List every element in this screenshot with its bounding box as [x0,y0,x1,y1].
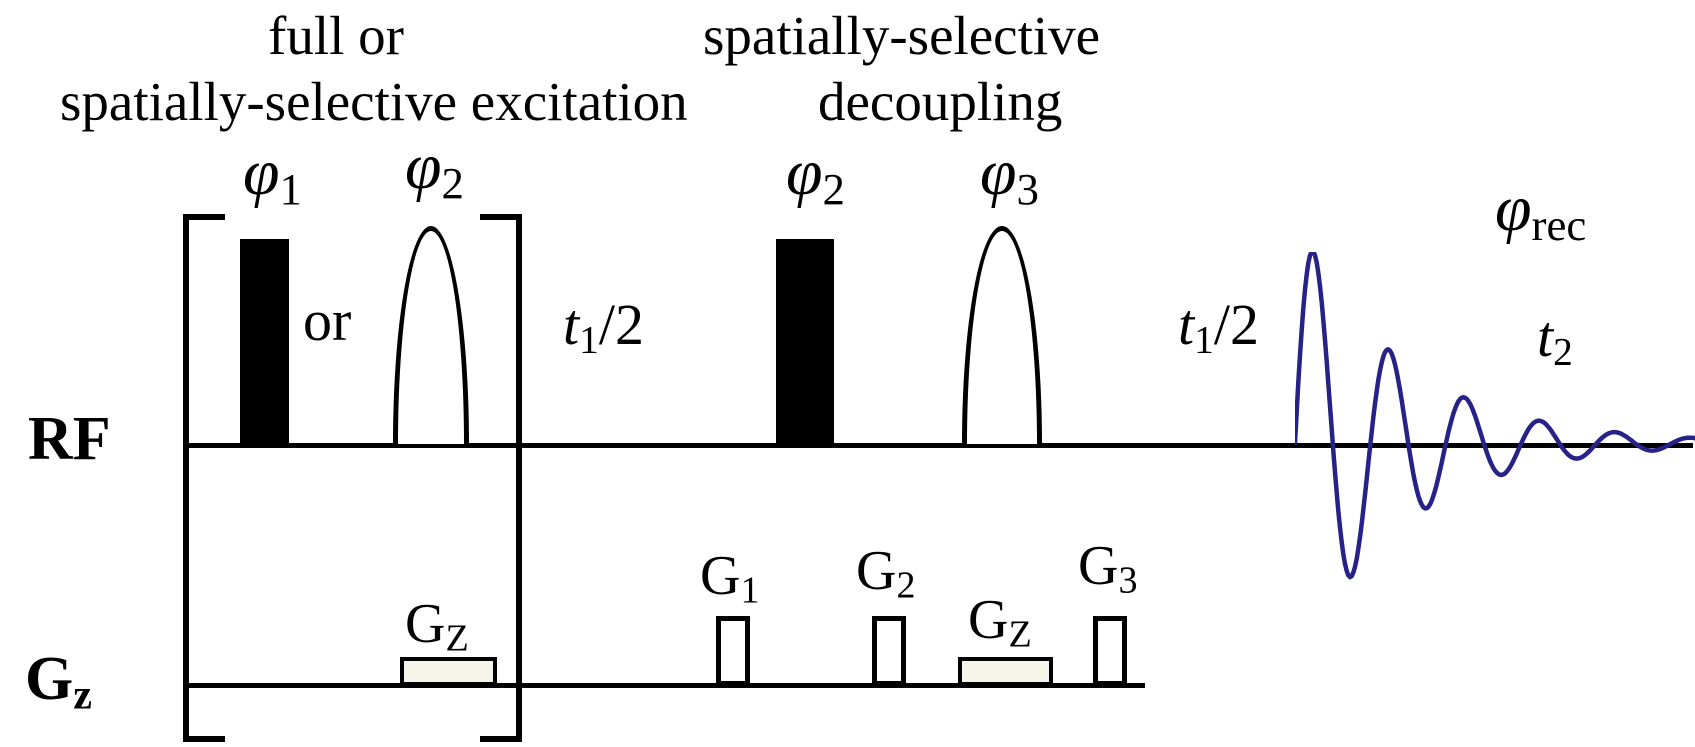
excitation-annotation-line2: spatially-selective excitation [60,74,688,129]
rf-hard-pulse-excitation [240,239,289,444]
phi3-sub: 3 [1016,163,1039,214]
rf-pulse-label-phi1: φ1 [243,140,302,212]
phi1-base: φ [243,136,280,209]
rf-shaped-pulse-excitation [393,226,469,444]
t2-base: t [1537,304,1554,369]
receiver-phase-label: φrec [1495,176,1586,248]
g1-sub: 1 [740,569,760,612]
excitation-annotation-line1: full or [268,8,404,63]
gradient-label-g2: G2 [856,543,916,604]
t1b-rest: /2 [1213,292,1259,357]
right-bracket [480,214,522,742]
gz2-sub: Z [1008,613,1032,656]
g1-gradient-blip [716,616,750,686]
g2-sub: 2 [896,564,916,607]
delay-t1-half-second: t1/2 [1178,296,1259,360]
g2-gradient-blip [872,616,906,686]
excitation-annotation-line1-text: full or [268,5,404,66]
gz-axis-base: G [25,645,74,713]
g3-base: G [1078,535,1119,597]
t1a-base: t [563,292,580,357]
rf-shaped-pulse-decoupling [962,226,1042,444]
rf-axis-label: RF [28,408,111,470]
t2-sub: 2 [1553,329,1573,374]
gz1-base: G [405,593,446,655]
phi3-base: φ [980,136,1017,209]
decoupling-annotation-line2: decoupling [818,74,1062,129]
gz-slab-gradient-2 [958,657,1053,686]
gradient-label-gz2: GZ [968,592,1032,653]
phirec-base: φ [1495,172,1532,245]
gz-slab-gradient-1 [400,657,497,686]
phirec-sub: rec [1531,199,1587,250]
decoupling-annotation-line2-text: decoupling [818,71,1063,132]
t1b-sub: 1 [1194,317,1214,362]
decoupling-annotation-line1-text: spatially-selective [703,5,1101,66]
gz1-sub: Z [445,617,469,660]
gz2-base: G [968,589,1009,651]
gz-axis-sub: z [73,671,92,719]
or-label: or [303,292,351,350]
phi2a-sub: 2 [441,157,464,208]
excitation-annotation-line2-text: spatially-selective excitation [60,71,688,132]
gradient-label-gz1: GZ [405,596,469,657]
t1b-base: t [1178,292,1195,357]
rf-pulse-label-phi3: φ3 [980,140,1039,212]
acquisition-time-label: t2 [1537,308,1573,372]
rf-axis-label-text: RF [28,405,111,473]
g1-base: G [700,545,741,607]
decoupling-annotation-line1: spatially-selective [703,8,1100,63]
t1a-rest: /2 [598,292,644,357]
g3-sub: 3 [1118,559,1138,602]
t1a-sub: 1 [579,317,599,362]
gradient-label-g3: G3 [1078,538,1138,599]
rf-pulse-label-phi2b: φ2 [786,140,845,212]
g2-base: G [856,540,897,602]
rf-hard-pulse-decoupling [776,239,834,444]
delay-t1-half-first: t1/2 [563,296,644,360]
phi2b-base: φ [786,136,823,209]
fid-signal [1295,252,1695,580]
gradient-label-g1: G1 [700,548,760,609]
g3-gradient-blip [1093,616,1127,686]
phi2b-sub: 2 [822,163,845,214]
phi2a-base: φ [405,130,442,203]
phi1-sub: 1 [279,163,302,214]
left-bracket [183,214,225,742]
gz-timeline [185,683,1145,688]
rf-pulse-label-phi2a: φ2 [405,134,464,206]
gz-axis-label: Gz [25,648,92,716]
or-label-text: or [303,288,352,353]
rf-timeline [185,443,1693,448]
